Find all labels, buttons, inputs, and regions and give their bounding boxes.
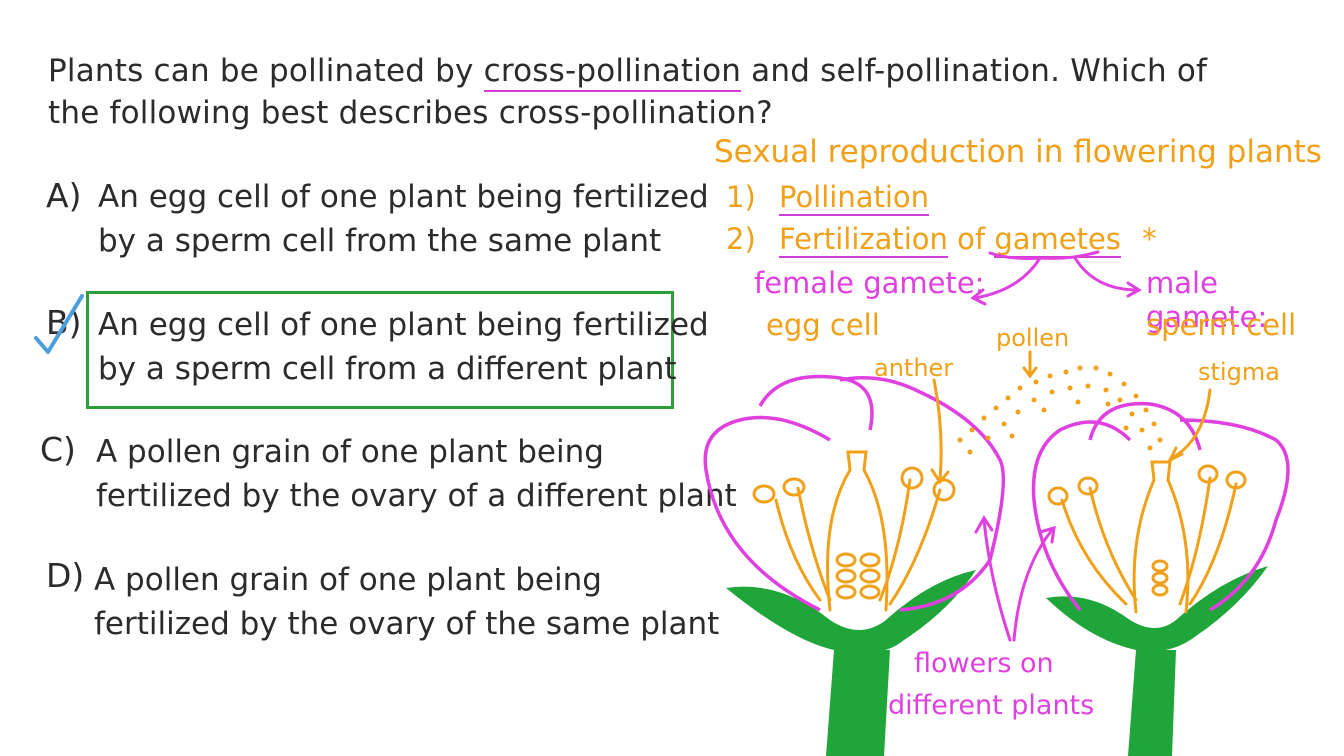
step-2-star: *	[1142, 222, 1157, 256]
option-d-letter: D)	[46, 556, 85, 595]
pollen-label: pollen	[996, 324, 1069, 352]
question-text: Plants can be pollinated by cross-pollin…	[48, 50, 1238, 134]
male-gamete-label: male gamete:	[1146, 266, 1268, 334]
option-a-line1: An egg cell of one plant being fertilize…	[98, 179, 709, 215]
option-c-letter: C)	[40, 430, 76, 469]
step-1-label: Pollination	[778, 180, 930, 216]
option-b-line1: An egg cell of one plant being fertilize…	[98, 307, 709, 343]
step-2-number: 2)	[726, 222, 756, 256]
female-gamete-value: egg cell	[766, 308, 880, 342]
step-2-gametes: gametes	[994, 222, 1121, 258]
option-b-text[interactable]: An egg cell of one plant being fertilize…	[98, 303, 709, 391]
flower-stems	[726, 566, 1268, 756]
pollen-dots	[957, 365, 1163, 455]
option-d-line1: A pollen grain of one plant being	[94, 562, 602, 598]
correct-answer-box	[86, 291, 674, 409]
option-b-line2: by a sperm cell from a different plant	[98, 351, 677, 387]
step-1: 1) Pollination	[726, 180, 930, 216]
option-d-text[interactable]: A pollen grain of one plant being fertil…	[94, 558, 719, 646]
checkmark-icon	[34, 294, 84, 354]
step-2: 2) Fertilization of gametes *	[726, 222, 1157, 258]
notes-heading: Sexual reproduction in flowering plants	[714, 134, 1322, 170]
question-part1: Plants can be pollinated by	[48, 53, 484, 89]
question-part2: and self-pollination. Which of the follo…	[48, 53, 1208, 131]
option-c-line2: fertilized by the ovary of a different p…	[96, 478, 737, 514]
question-highlight: cross-pollination	[483, 53, 742, 92]
flower-reproductive-parts	[752, 350, 1247, 614]
option-d-line2: fertilized by the ovary of the same plan…	[94, 606, 720, 642]
option-a-text[interactable]: An egg cell of one plant being fertilize…	[98, 175, 709, 263]
option-a-letter: A)	[46, 176, 82, 215]
option-a-line2: by a sperm cell from the same plant	[98, 223, 662, 259]
flowers-arrows	[974, 515, 1056, 642]
step-2-of: of	[947, 222, 995, 256]
option-c-text[interactable]: A pollen grain of one plant being fertil…	[96, 430, 737, 518]
step-1-number: 1)	[726, 180, 756, 214]
flower-petals	[703, 374, 1290, 612]
anther-label: anther	[874, 354, 953, 382]
option-c-line1: A pollen grain of one plant being	[96, 434, 604, 470]
flowers-label-line2: different plants	[888, 690, 1094, 721]
flowers-label-line1: flowers on	[914, 648, 1054, 679]
stigma-label: stigma	[1198, 358, 1280, 386]
gametes-bracket	[970, 250, 1142, 306]
male-gamete-value: sperm cell	[1146, 308, 1297, 342]
step-2-label: Fertilization	[778, 222, 948, 258]
female-gamete-label: female gamete:	[754, 266, 985, 300]
